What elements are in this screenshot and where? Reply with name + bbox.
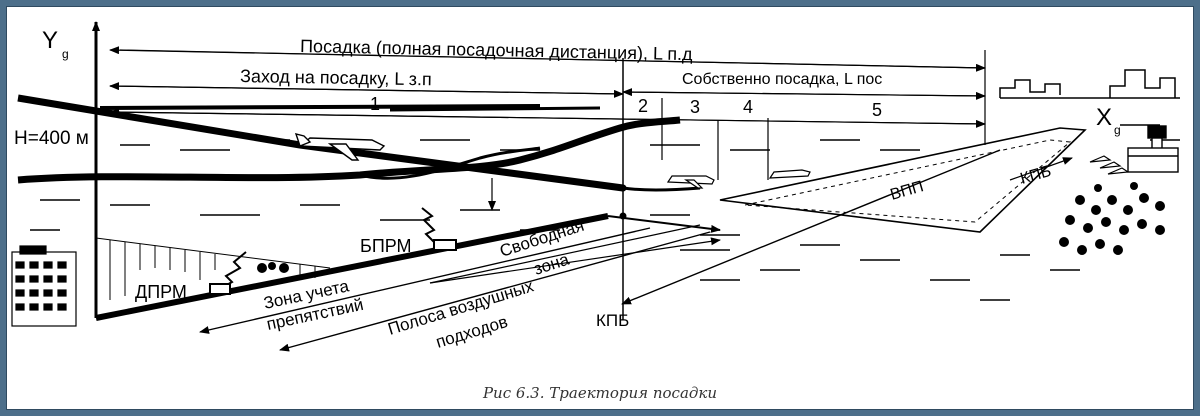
segment-5-label: 5	[872, 100, 882, 120]
runway-outline	[719, 127, 1087, 233]
figure-caption: Рис 6.3. Траектория посадки	[482, 384, 717, 402]
bprm-label: БПРМ	[360, 236, 412, 256]
aircraft-touchdown-icon	[666, 175, 715, 189]
segment-4-label: 4	[743, 97, 753, 117]
apartment-building-icon	[11, 245, 77, 327]
aircraft-rollout-icon	[768, 169, 811, 179]
figure-frame	[6, 6, 1194, 410]
flare-path	[622, 186, 701, 192]
river	[17, 116, 681, 184]
dprm-beacon-icon	[209, 251, 247, 295]
bushes	[257, 262, 289, 273]
aircraft-approach-icon	[294, 133, 386, 161]
city-silhouette	[999, 69, 1180, 99]
segment-2-label: 2	[638, 96, 648, 116]
approach-ground-line	[95, 213, 609, 321]
x-axis-label: X	[1096, 104, 1112, 131]
obstacle-zone-line	[199, 227, 651, 334]
ground-texture	[30, 124, 1180, 301]
free-zone-label-1: Свободная	[497, 216, 586, 261]
bprm-beacon-icon	[421, 207, 457, 251]
trees-right	[1059, 182, 1165, 255]
landing-proper-label: Собственно посадка, L пос	[682, 71, 882, 88]
parked-aircraft-icons	[1089, 155, 1130, 175]
height-label: H=400 м	[14, 128, 89, 149]
fence	[95, 237, 331, 300]
landing-full-label: Посадка (полная посадочная дистанция), L…	[300, 36, 693, 64]
y-axis-label: Y	[42, 27, 58, 54]
dprm-label: ДПРМ	[135, 282, 187, 302]
x-axis-subscript: g	[1114, 123, 1121, 137]
segment-3-label: 3	[690, 97, 700, 117]
control-tower-icon	[1127, 125, 1179, 173]
kpb-bottom-label: КПБ	[596, 311, 629, 330]
segment-1-label: 1	[370, 94, 380, 114]
approach-label: Заход на посадку, L з.п	[240, 66, 432, 89]
y-axis-subscript: g	[62, 47, 69, 61]
